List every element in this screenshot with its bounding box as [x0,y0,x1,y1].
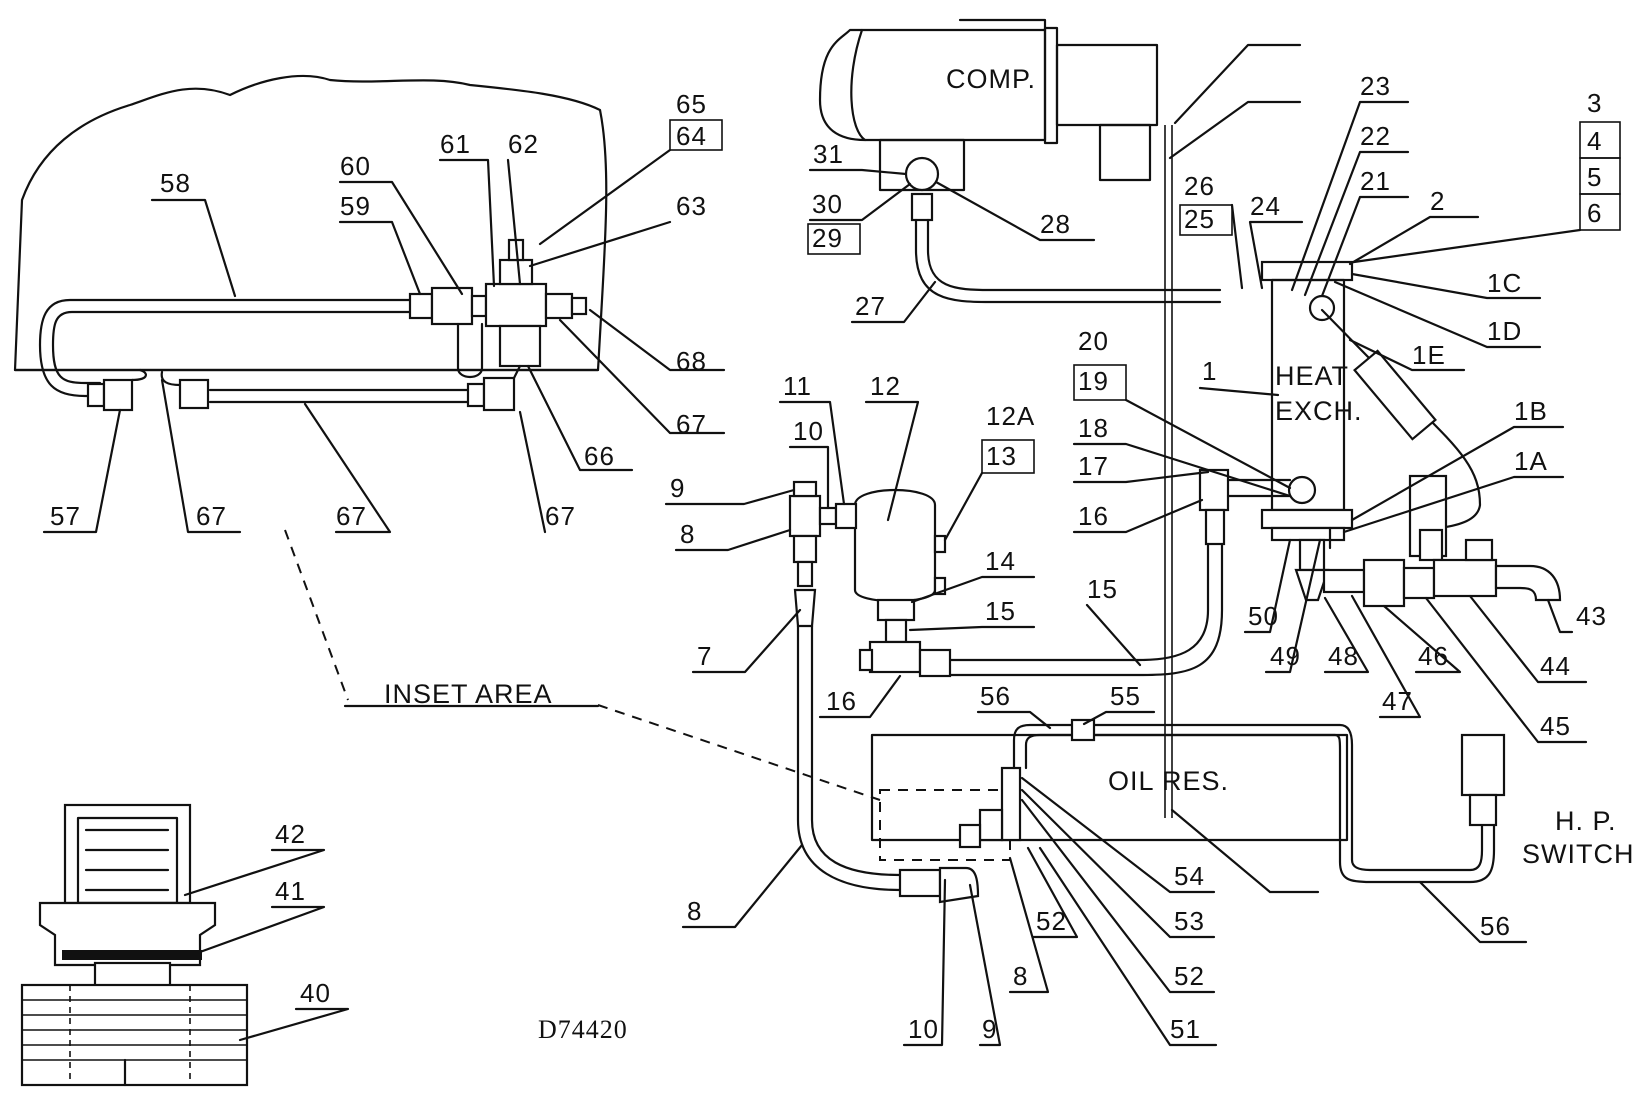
callout-26: 20 [1078,326,1109,356]
callout-52-bottom: 56 [1480,911,1511,941]
callout-10: 8 [687,896,702,926]
callout-12: 8 [680,519,695,549]
callout-29: 23 [1360,71,1391,101]
compressor: COMP. [818,18,1159,222]
callout-55: 59 [340,191,371,221]
callout-53: 57 [50,501,81,531]
callout-51: 55 [1110,681,1141,711]
callout-42: 47 [1382,686,1413,716]
callout-37B: 42 [275,819,306,849]
callout-32: 26 [1184,171,1215,201]
callout-33: 27 [855,291,886,321]
callout-1A: 1A [1514,446,1548,476]
hp-switch: H. P. SWITCH [1460,733,1634,869]
callout-60: 64 [676,121,707,151]
callout-59: 63 [676,191,707,221]
callout-56: 60 [340,151,371,181]
callout-39: 44 [1540,651,1571,681]
valve-detail [20,803,249,1087]
callout-36: 30 [812,189,843,219]
callout-20: 16 [826,686,857,716]
heat-label: HEAT [1275,361,1349,391]
callout-21: 15 [1087,574,1118,604]
callout-19: 15 [985,596,1016,626]
callout-23: 17 [1078,451,1109,481]
callout-27: 21 [1360,166,1391,196]
drawing-number: D74420 [538,1015,628,1044]
callout-24: 18 [1078,413,1109,443]
callout-1: 1 [1202,356,1217,386]
hp-label: H. P. [1555,806,1617,836]
callout-65: 67 [196,501,227,531]
callout-31: 25 [1184,204,1215,234]
heat-exchanger: HEAT EXCH. [1260,260,1363,542]
callout-66: 67 [676,409,707,439]
callout-28: 22 [1360,121,1391,151]
filter [853,489,952,678]
callout-2: 2 [1430,186,1445,216]
callout-6: 6 [1587,198,1602,228]
inset-view [13,74,608,412]
callout-54: 58 [160,168,191,198]
callout-35: 29 [812,223,843,253]
callout-4: 4 [1587,126,1602,156]
callout-64: 67 [336,501,367,531]
callout-37-bottom: 40 [300,978,331,1008]
callout-30: 24 [1250,191,1281,221]
callout-7: 8 [1013,961,1028,991]
callout-3: 3 [1587,88,1602,118]
callout-1E: 1E [1412,340,1446,370]
callout-13: 10 [793,416,824,446]
callout-47: 52 [1036,906,1067,936]
callout-5: 5 [1587,162,1602,192]
callout-38: 43 [1576,601,1607,631]
comp-label: COMP. [946,64,1036,94]
switch-label: SWITCH [1522,839,1634,869]
callout-17: 13 [986,441,1017,471]
callout-22: 16 [1078,501,1109,531]
callout-18: 14 [985,546,1016,576]
oil-reservoir: OIL RES. [870,733,1349,861]
callout-11: 7 [697,641,712,671]
callout-14: 11 [783,371,812,401]
callout-1C: 1C [1487,268,1522,298]
callout-63: 67 [545,501,576,531]
callout-40: 45 [1540,711,1571,741]
callout-37A: 41 [275,876,306,906]
callout-48: 52 [1174,961,1205,991]
callout-12A: 9 [670,473,685,503]
callout-8: 9 [982,1014,997,1044]
callout-16: 12A [986,401,1035,431]
callout-61: 65 [676,89,707,119]
callout-41: 46 [1418,641,1449,671]
callout-57: 61 [440,129,471,159]
callout-62: 66 [584,441,615,471]
exch-label: EXCH. [1275,396,1363,426]
callout-50: 54 [1174,861,1205,891]
callout-46: 51 [1170,1014,1201,1044]
callout-25: 19 [1078,366,1109,396]
callout-labels: 58 60 59 61 62 65 64 63 68 67 66 67 67 6… [42,43,1621,1047]
callout-67-a: 68 [676,346,707,376]
callout-58: 62 [508,129,539,159]
callout-49: 53 [1174,906,1205,936]
inset-area-label: INSET AREA [384,679,553,709]
callout-1B: 1B [1514,396,1548,426]
callout-37-top: 31 [813,139,844,169]
callout-43: 48 [1328,641,1359,671]
callout-15: 12 [870,371,901,401]
callout-1D: 1D [1487,316,1522,346]
callout-52-top: 56 [980,681,1011,711]
callout-9: 10 [908,1014,939,1044]
callout-34: 28 [1040,209,1071,239]
oil-res-label: OIL RES. [1108,766,1229,796]
